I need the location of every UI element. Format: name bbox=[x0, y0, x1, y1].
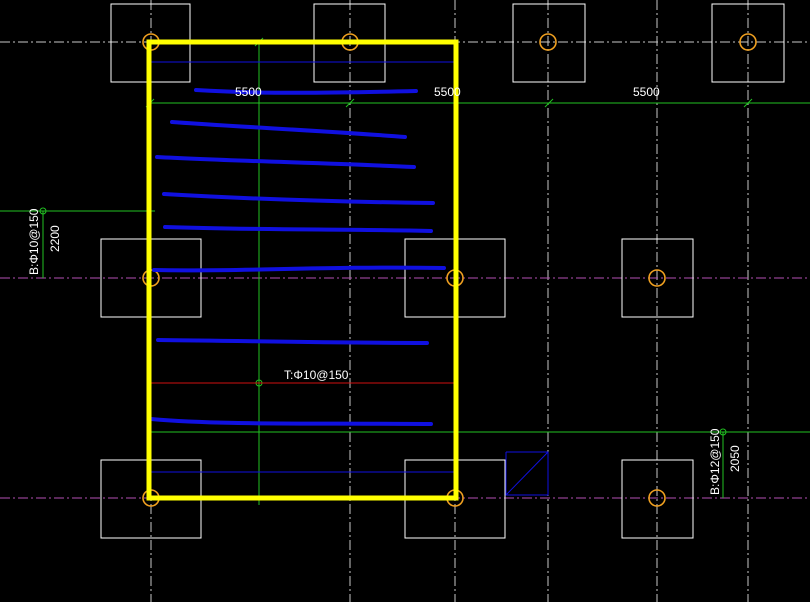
stroke-8 bbox=[149, 417, 433, 426]
rebar-label-top: T:Φ10@150 bbox=[284, 368, 349, 382]
pile-b3 bbox=[648, 269, 666, 287]
dim-text-span-b: 5500 bbox=[434, 85, 461, 99]
dim-tick-2 bbox=[345, 98, 355, 108]
column-c3 bbox=[621, 459, 694, 539]
stroke-6 bbox=[152, 265, 446, 273]
column-a4 bbox=[711, 3, 785, 83]
stroke-3 bbox=[155, 155, 416, 169]
hand-annotation-strokes bbox=[149, 88, 446, 426]
dim-text-span-c: 5500 bbox=[633, 85, 660, 99]
dim-tick-3 bbox=[544, 98, 554, 108]
column-b3 bbox=[621, 238, 694, 318]
stroke-7 bbox=[156, 338, 429, 345]
dim-text-left-extent: 2200 bbox=[48, 225, 62, 252]
opening-marker bbox=[505, 451, 549, 496]
opening-diagonal bbox=[505, 451, 549, 496]
highlight-selection-box[interactable] bbox=[146, 39, 459, 501]
stroke-2 bbox=[170, 120, 407, 139]
slab-outline bbox=[148, 61, 549, 496]
stroke-4 bbox=[162, 192, 435, 205]
dim-text-right-extent: 2050 bbox=[728, 445, 742, 472]
dim-text-span-a: 5500 bbox=[235, 85, 262, 99]
dim-tick-4 bbox=[743, 98, 753, 108]
rebar-label-bottom-left: B:Φ10@150 bbox=[27, 208, 41, 275]
pile-a3 bbox=[539, 33, 557, 51]
dim-node-left bbox=[39, 207, 47, 215]
pile-a4 bbox=[739, 33, 757, 51]
stroke-5 bbox=[163, 225, 433, 233]
pile-c3 bbox=[648, 489, 666, 507]
column-a3 bbox=[512, 3, 586, 83]
dim-node-right bbox=[719, 428, 727, 436]
rebar-label-bottom-right: B:Φ12@150 bbox=[708, 428, 722, 495]
stroke-1 bbox=[194, 88, 418, 95]
